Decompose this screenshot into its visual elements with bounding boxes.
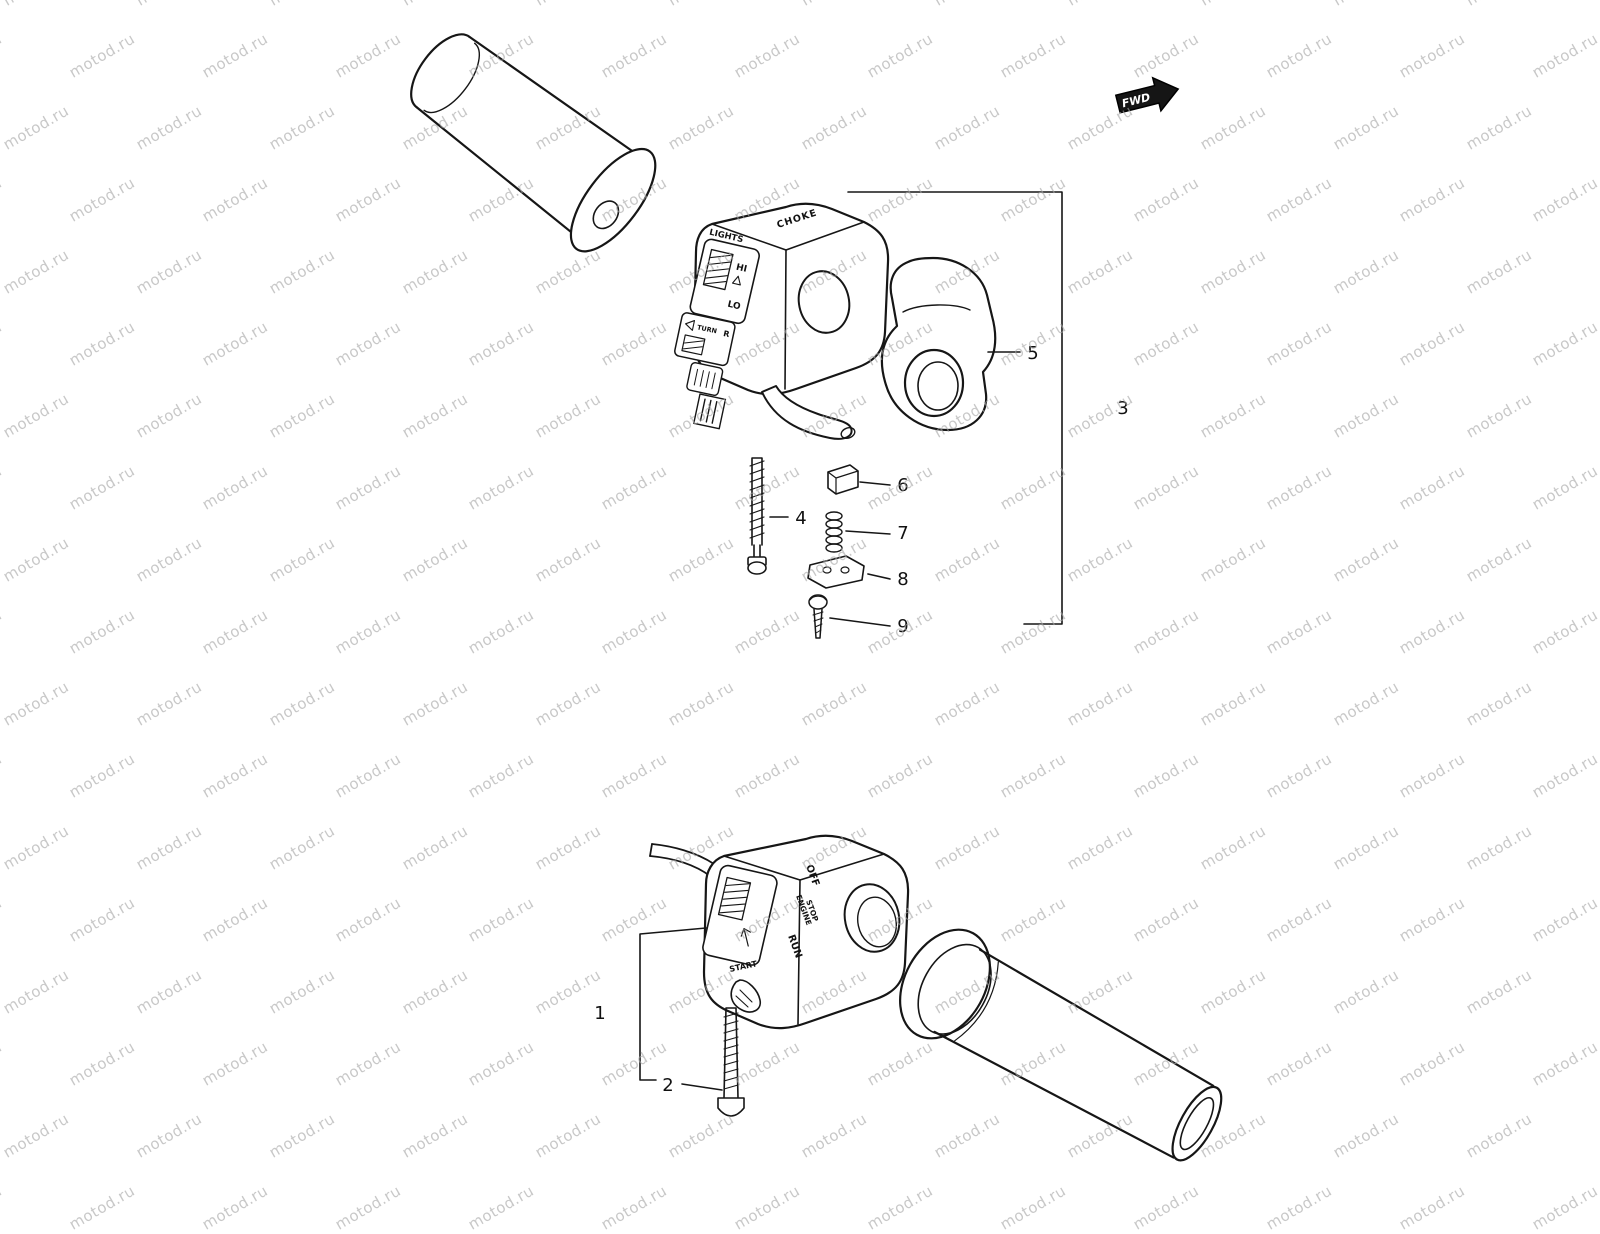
- starter-button: [730, 979, 762, 1013]
- part-number-1: 1: [594, 1003, 605, 1024]
- dimmer-arrow-icon: [731, 275, 741, 286]
- housing-clamp-hole: [797, 270, 851, 334]
- left-grip: [410, 33, 657, 253]
- lights-switch-panel: LIGHTS HI LO: [689, 228, 760, 325]
- callout-line-7: [845, 530, 891, 535]
- housing-mount-tab: [693, 393, 727, 430]
- top-assembly: LIGHTS HI LO CHOKE TURN R: [410, 33, 1129, 639]
- part-number-6: 6: [897, 475, 908, 496]
- housing-clamp-hole-bottom: [843, 883, 901, 953]
- knob-part6: [827, 464, 859, 495]
- kill-switch-panel: [702, 864, 778, 966]
- kill-switch-arrow-icon: [740, 928, 752, 947]
- part-number-5: 5: [1027, 343, 1038, 364]
- callout-lines-top: [769, 191, 1063, 627]
- callout-line-9: [829, 617, 891, 627]
- callout-lines-bottom: [639, 927, 723, 1091]
- bracket-clamp-hole: [903, 348, 965, 418]
- part-number-3: 3: [1117, 398, 1128, 419]
- callout-bracket-1: [639, 927, 707, 1081]
- callout-line-6: [859, 481, 891, 486]
- grip-flange: [569, 147, 657, 253]
- hi-label: HI: [735, 263, 748, 275]
- turn-thumb: [681, 334, 706, 356]
- dimmer-slider: [702, 248, 734, 291]
- callout-line-8: [867, 573, 891, 580]
- lo-label: LO: [726, 300, 741, 313]
- callout-bracket-3: [847, 191, 1063, 625]
- throttle-open-end: [1171, 1085, 1223, 1162]
- part-number-9: 9: [897, 616, 908, 637]
- spring-part7: [825, 511, 843, 553]
- callout-line-2: [681, 1083, 723, 1091]
- bottom-assembly: OFF ENGINE STOP RUN START 1 2: [594, 834, 1223, 1162]
- plate-part8: [807, 555, 865, 589]
- screw-part2: [717, 1007, 745, 1117]
- fwd-arrow-shape: [1114, 76, 1180, 114]
- diagram-canvas: LIGHTS HI LO CHOKE TURN R: [410, 33, 1223, 1162]
- turn-arrow-icon: [685, 320, 696, 331]
- part-number-2: 2: [662, 1075, 673, 1096]
- screw-part9: [808, 594, 828, 639]
- part-number-7: 7: [897, 523, 908, 544]
- grip-flange-hole: [592, 200, 620, 230]
- throttle-flange: [899, 928, 991, 1040]
- fwd-arrow: FWD: [1114, 76, 1180, 114]
- switch-bracket-part5: [880, 256, 997, 432]
- switch-wire: [649, 843, 715, 877]
- throttle-grip: [899, 928, 1223, 1162]
- part-number-8: 8: [897, 569, 908, 590]
- part-number-4: 4: [795, 508, 806, 529]
- kill-switch-slider: [717, 876, 752, 921]
- turn-switch-panel: TURN R: [674, 312, 736, 367]
- turn-r-label: R: [723, 329, 731, 339]
- switch-lever: [761, 385, 853, 440]
- horn-button: [686, 362, 724, 396]
- screw-part4: [747, 457, 767, 575]
